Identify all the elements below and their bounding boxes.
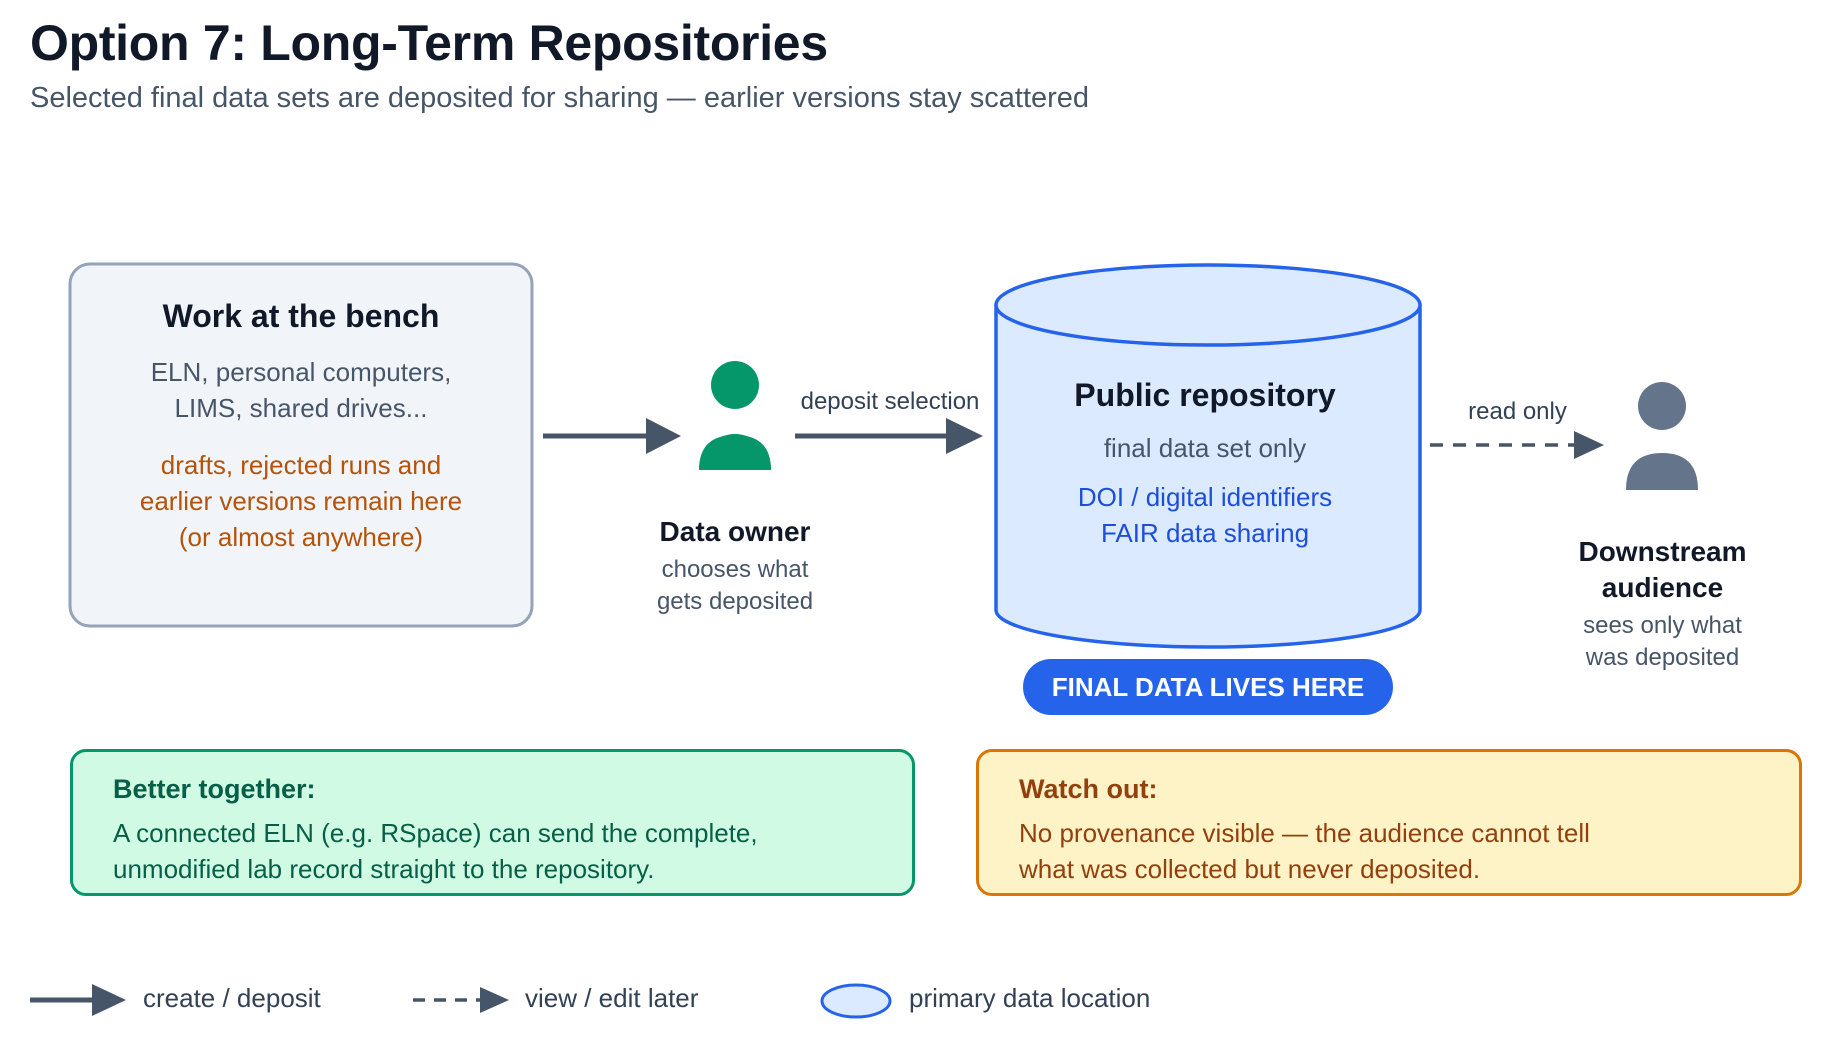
data-owner-title: Data owner [659,516,811,547]
legend-solid-arrow-icon [30,984,126,1016]
audience-sub: was deposited [1585,644,1740,671]
legend-dashed-arrow-icon [413,987,509,1013]
arrow-owner-to-repository [795,418,983,454]
legend-dashed-label: view / edit later [525,983,699,1013]
legend-location-icon [820,983,892,1019]
repository-link: FAIR data sharing [1100,518,1310,548]
repository-cylinder [994,263,1422,649]
watch-out-callout: Watch out: No provenance visible — the a… [976,749,1802,896]
callout-heading: Watch out: [1019,774,1158,804]
bench-title: Work at the bench [162,298,440,334]
callout-line: what was collected but never deposited. [1019,854,1481,884]
arrow-bench-to-owner [543,418,681,454]
page-subtitle: Selected final data sets are deposited f… [30,82,1090,114]
data-owner-person-icon [699,361,771,470]
callout-line: No provenance visible — the audience can… [1019,818,1590,848]
legend-solid-label: create / deposit [143,983,321,1013]
bench-warning-line: earlier versions remain here [139,486,463,516]
bench-box [68,262,534,628]
callout-line: A connected ELN (e.g. RSpace) can send t… [113,818,758,848]
audience-sub: sees only what [1583,612,1742,639]
repository-link: DOI / digital identifiers [1077,482,1333,512]
repository-title: Public repository [1074,377,1336,413]
repository-subtitle: final data set only [1103,433,1307,463]
bench-warning-line: (or almost anywhere) [178,522,424,552]
bench-line: ELN, personal computers, [150,357,452,387]
bench-line: LIMS, shared drives... [174,393,428,423]
final-data-badge: FINAL DATA LIVES HERE [1023,659,1393,715]
bench-warning-line: drafts, rejected runs and [160,450,442,480]
legend-location-label: primary data location [909,983,1151,1013]
data-owner-sub: chooses what [661,556,809,583]
data-owner-sub: gets deposited [656,588,814,615]
audience-title: Downstream [1578,536,1747,567]
deposit-selection-label: deposit selection [800,388,980,415]
read-only-label: read only [1468,398,1567,425]
page-title: Option 7: Long-Term Repositories [30,15,828,71]
audience-person-icon [1626,382,1698,490]
audience-title: audience [1601,572,1724,603]
better-together-callout: Better together: A connected ELN (e.g. R… [70,749,915,896]
callout-heading: Better together: [113,774,316,804]
callout-line: unmodified lab record straight to the re… [113,854,655,884]
arrow-repository-to-audience [1430,431,1604,459]
